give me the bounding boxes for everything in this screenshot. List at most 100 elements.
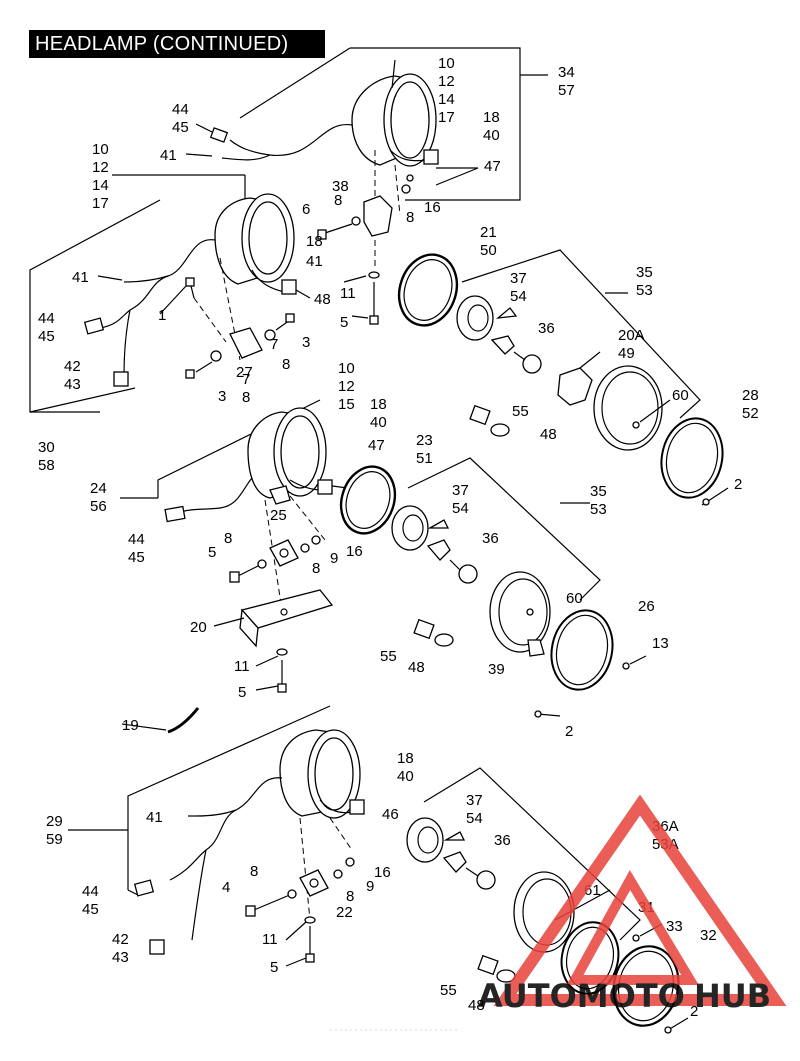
callout-c43-line-1: 54 [452, 500, 469, 517]
headlamp-assembly-bottom [68, 705, 365, 963]
callout-c21-line-0: 35 [636, 264, 653, 281]
callout-c29-line-1: 49 [618, 345, 635, 362]
callout-c71-line-0: 36 [494, 832, 511, 849]
callout-c69-line-1: 54 [466, 810, 483, 827]
callout-c69-line-0: 37 [466, 792, 483, 809]
callout-c46-line-0: 44 [128, 531, 145, 548]
callout-c5-line-1: 40 [483, 127, 500, 144]
callout-c34-line-0: 28 [742, 387, 759, 404]
callout-c12-line-0: 16 [424, 199, 441, 216]
callout-c35-line-0: 10 [338, 360, 355, 377]
callout-c78-line-0: 22 [336, 904, 353, 921]
callout-c50-line-0: 36 [482, 530, 499, 547]
callout-c65-line-1: 40 [397, 768, 414, 785]
callout-c82-line-0: 33 [666, 918, 683, 935]
watermark-text-automoto: AUTOMOTO [478, 977, 685, 1015]
callout-c72-line-0: 44 [82, 883, 99, 900]
callout-c9-line-0: 6 [302, 201, 310, 218]
callout-c84-line-0: 32 [700, 927, 717, 944]
callout-c68-line-0: 46 [382, 806, 399, 823]
callout-c42-line-0: 24 [90, 480, 107, 497]
callout-c16-line-0: 41 [72, 269, 89, 286]
callout-c36-line-1: 40 [370, 414, 387, 431]
callout-c17-line-0: 48 [314, 291, 331, 308]
callout-c77-line-0: 9 [366, 878, 374, 895]
callout-c38-line-0: 48 [540, 426, 557, 443]
callout-c41-line-1: 51 [416, 450, 433, 467]
callout-c36-line-0: 18 [370, 396, 387, 413]
trim-ring-21 [397, 253, 459, 327]
callout-c20-line-0: 37 [510, 270, 527, 287]
callout-c1-line-2: 14 [438, 91, 455, 108]
sealed-beam-assembly-upper [456, 249, 729, 506]
callout-c83-line-0: 11 [262, 931, 278, 948]
callout-c74-line-0: 16 [374, 864, 391, 881]
callout-c3-line-0: 44 [172, 101, 189, 118]
callout-c2-line-1: 57 [558, 82, 575, 99]
headlamp-assembly-second [29, 174, 311, 413]
callout-c46-line-1: 45 [128, 549, 145, 566]
callout-labels: 1012141734574445411840471012141738688161… [38, 55, 759, 1020]
callout-c18-line-0: 11 [340, 285, 356, 302]
callout-c31-line-0: 3 [218, 388, 226, 405]
callout-c2-line-0: 34 [558, 64, 575, 81]
callout-c20-line-1: 54 [510, 288, 527, 305]
callout-c53-line-0: 9 [330, 550, 338, 567]
callout-c40-line-0: 47 [368, 437, 385, 454]
callout-c22-line-0: 44 [38, 310, 55, 327]
callout-c58-line-0: 48 [408, 659, 425, 676]
callout-c10-line-0: 8 [334, 192, 342, 209]
callout-c44-line-1: 53 [590, 501, 607, 518]
callout-c32-line-1: 8 [242, 389, 250, 406]
watermark-logo: AUTOMOTO HUB [478, 794, 787, 1015]
callout-c67-line-0: 41 [146, 809, 163, 826]
callout-c41-line-0: 23 [416, 432, 433, 449]
callout-c88-line-0: 2 [690, 1003, 698, 1020]
callout-c64-line-0: 2 [565, 723, 573, 740]
callout-c27-line-0: 27 [236, 364, 253, 381]
callout-c86-line-0: 55 [440, 982, 457, 999]
callout-c1-line-1: 12 [438, 73, 455, 90]
callout-c13-line-0: 18 [306, 233, 323, 250]
callout-c72-line-1: 45 [82, 901, 99, 918]
callout-c15-line-0: 21 [480, 224, 497, 241]
callout-c4-line-0: 41 [160, 147, 177, 164]
callout-c30-line-0: 42 [64, 358, 81, 375]
callout-c85-line-0: 5 [270, 959, 278, 976]
watermark-text-hub: HUB [694, 977, 771, 1015]
callout-c54-line-0: 60 [566, 590, 583, 607]
headlamp-assembly-third [120, 399, 397, 693]
callout-c60-line-0: 13 [652, 635, 669, 652]
callout-c48-line-0: 8 [224, 530, 232, 547]
callout-c3-line-1: 45 [172, 119, 189, 136]
callout-c49-line-0: 16 [346, 543, 363, 560]
callout-c45-line-0: 2 [734, 476, 742, 493]
callout-c14-line-0: 41 [306, 253, 323, 270]
callout-c37-line-0: 55 [512, 403, 529, 420]
callout-c47-line-0: 25 [270, 507, 287, 524]
callout-c61-line-0: 11 [234, 658, 250, 675]
callout-c66-line-1: 59 [46, 831, 63, 848]
callout-c42-line-1: 56 [90, 498, 107, 515]
callout-c65-line-0: 18 [397, 750, 414, 767]
callout-c7-line-2: 14 [92, 177, 109, 194]
callout-c39-line-0: 30 [38, 439, 55, 456]
callout-c76-line-0: 8 [346, 888, 354, 905]
callout-c66-line-0: 29 [46, 813, 63, 830]
callout-c43-line-0: 37 [452, 482, 469, 499]
callout-c21-line-1: 53 [636, 282, 653, 299]
callout-c75-line-0: 4 [222, 879, 230, 896]
callout-c1-line-3: 17 [438, 109, 455, 126]
callout-c28-line-0: 36 [538, 320, 555, 337]
callout-c7-line-0: 10 [92, 141, 109, 158]
leader-lines [97, 123, 369, 967]
callout-c23-line-0: 1 [158, 307, 166, 324]
callout-c5-line-0: 18 [483, 109, 500, 126]
callout-c7-line-3: 17 [92, 195, 109, 212]
callout-c55-line-0: 26 [638, 598, 655, 615]
callout-c87-line-0: 48 [468, 997, 485, 1014]
callout-c15-line-1: 50 [480, 242, 497, 259]
callout-c51-line-0: 5 [208, 544, 216, 561]
page-title: HEADLAMP (CONTINUED) [29, 30, 325, 58]
